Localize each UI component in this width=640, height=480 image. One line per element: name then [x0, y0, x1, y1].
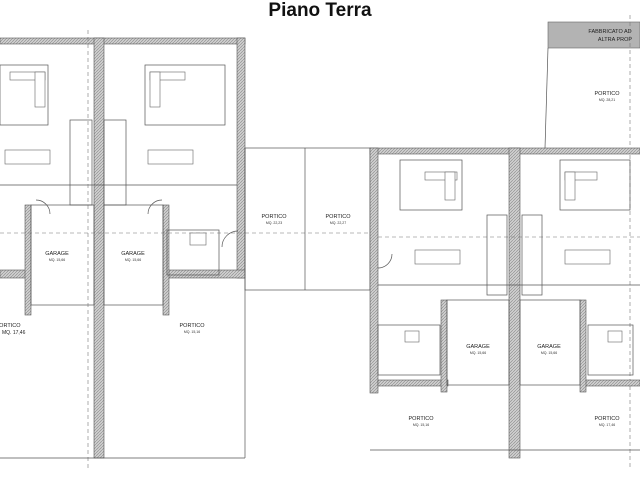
svg-text:MQ. 15,66: MQ. 15,66 — [470, 351, 486, 355]
portico-label: PORTICO — [326, 214, 352, 220]
garage-label: GARAGE — [121, 251, 145, 257]
svg-text:MQ. 15,66: MQ. 15,66 — [125, 258, 141, 262]
center-porticos: PORTICO MQ. 22,23 PORTICO MQ. 22,27 — [244, 147, 371, 291]
portico-label: PORTICO — [180, 323, 206, 329]
portico-area: MQ. 17,46 — [2, 330, 26, 336]
garage-label: GARAGE — [45, 251, 69, 257]
right-building: GARAGE MQ. 15,66 GARAGE MQ. 15,66 PORTIC… — [369, 91, 640, 459]
portico-label: PORTICO — [595, 416, 621, 422]
svg-text:MQ. 17,46: MQ. 17,46 — [599, 423, 615, 427]
portico-label: PORTICO — [0, 323, 21, 329]
portico-label: PORTICO — [595, 91, 621, 97]
svg-text:MQ. 15,66: MQ. 15,66 — [49, 258, 65, 262]
neighbor-label-1: FABBRICATO AD — [588, 29, 631, 35]
svg-text:MQ. 15,66: MQ. 15,66 — [541, 351, 557, 355]
garage-label: GARAGE — [537, 344, 561, 350]
garage-label: GARAGE — [466, 344, 490, 350]
svg-text:MQ. 22,23: MQ. 22,23 — [266, 221, 282, 225]
svg-text:MQ. 28,21: MQ. 28,21 — [599, 98, 615, 102]
svg-text:MQ. 22,27: MQ. 22,27 — [330, 221, 346, 225]
svg-text:MQ. 15,16: MQ. 15,16 — [184, 330, 200, 334]
svg-text:MQ. 15,16: MQ. 15,16 — [413, 423, 429, 427]
portico-label: PORTICO — [409, 416, 435, 422]
drawing-title: Piano Terra — [268, 0, 372, 21]
left-building: GARAGE MQ. 15,66 GARAGE MQ. 15,66 PORTIC… — [0, 30, 370, 470]
neighbor-building: FABBRICATO AD ALTRA PROP — [544, 15, 640, 470]
portico-label: PORTICO — [262, 214, 288, 220]
neighbor-label-2: ALTRA PROP — [598, 37, 632, 43]
